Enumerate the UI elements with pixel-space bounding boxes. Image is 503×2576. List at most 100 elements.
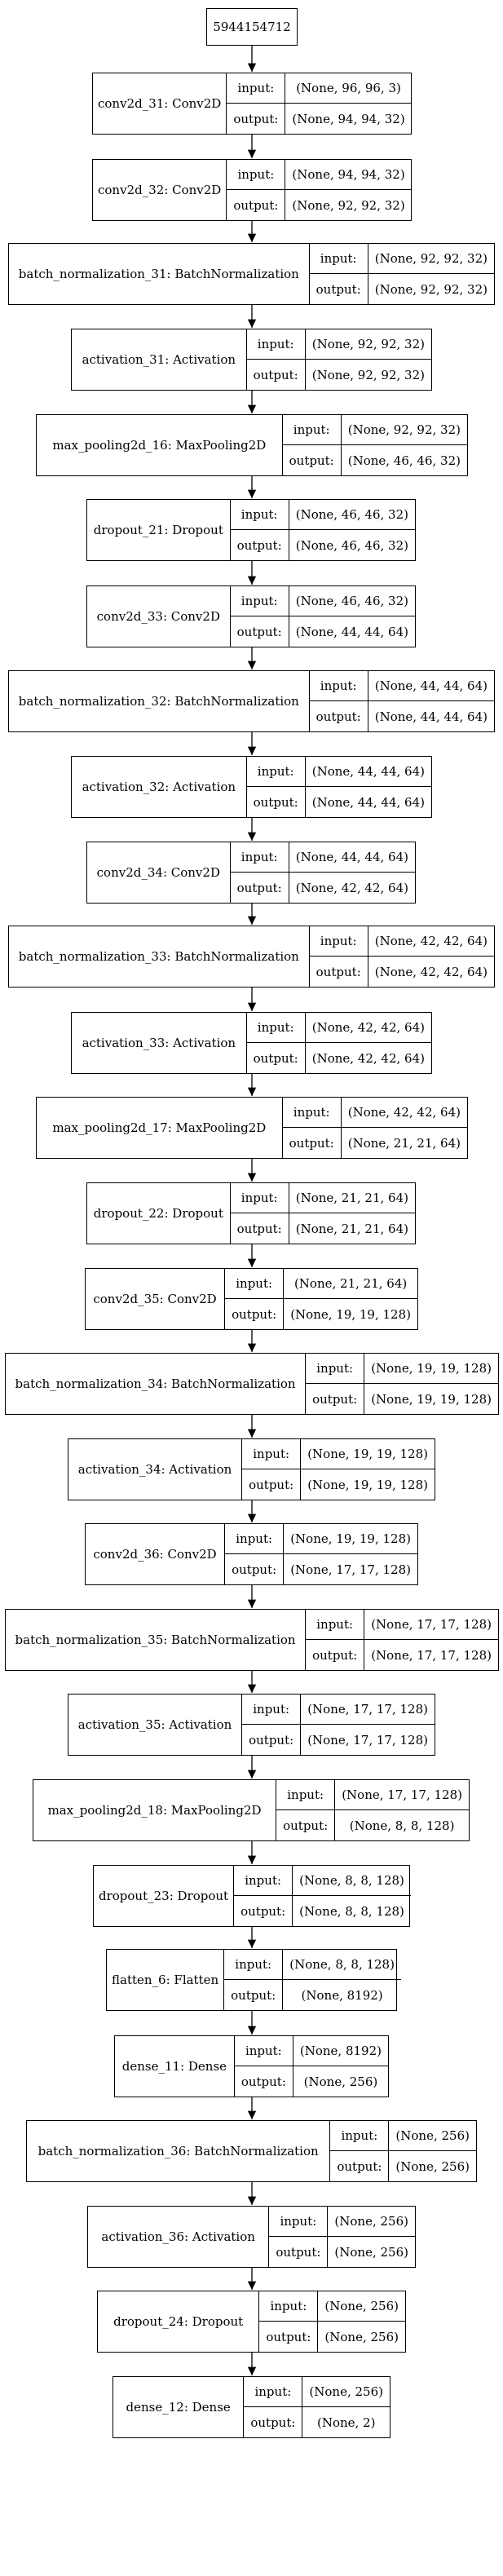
layer-name: conv2d_35: Conv2D [86, 1269, 226, 1329]
layer-name: activation_36: Activation [88, 2207, 270, 2267]
output-shape: (None, 94, 94, 32) [292, 111, 405, 126]
output-key: output: [310, 957, 368, 987]
output-shape: (None, 8192) [301, 1987, 383, 2003]
layer-name: activation_35: Activation [68, 1695, 243, 1755]
layer-shape-table: input:(None, 19, 19, 128)output:(None, 1… [242, 1439, 435, 1500]
input-key: input: [330, 2121, 390, 2151]
layer-name: batch_normalization_33: BatchNormalizati… [9, 926, 310, 987]
layer-shape-table: input:(None, 8, 8, 128)output:(None, 8, … [234, 1866, 411, 1926]
layer-name: dropout_24: Dropout [98, 2291, 260, 2352]
output-key: output: [310, 701, 368, 731]
output-key: output: [283, 1128, 342, 1158]
output-shape: (None, 42, 42, 64) [295, 880, 408, 895]
layer-name: dense_11: Dense [115, 2036, 235, 2097]
output-key: output: [276, 1810, 336, 1840]
output-key: output: [244, 2407, 303, 2437]
layer-shape-table: input:(None, 19, 19, 128)output:(None, 1… [306, 1354, 498, 1414]
input-shape: (None, 42, 42, 64) [341, 1098, 467, 1128]
output-shape: (None, 8, 8, 128) [299, 1903, 404, 1919]
output-shape: (None, 46, 46, 32) [347, 453, 461, 468]
output-shape: (None, 17, 17, 128) [307, 1732, 428, 1748]
input-shape: (None, 256) [328, 2207, 415, 2237]
input-key: input: [234, 2036, 293, 2066]
layer-name: dropout_22: Dropout [87, 1183, 231, 1244]
input-shape: (None, 17, 17, 128) [364, 1610, 498, 1640]
input-key: input: [242, 1695, 302, 1725]
layer-name: max_pooling2d_16: MaxPooling2D [37, 415, 283, 475]
output-key: output: [227, 190, 286, 220]
input-key: input: [246, 329, 306, 360]
output-shape: (None, 44, 44, 64) [311, 794, 425, 810]
input-shape: (None, 44, 44, 64) [289, 842, 415, 873]
input-key: input: [230, 500, 289, 530]
layer-name: conv2d_34: Conv2D [87, 842, 231, 903]
output-shape: (None, 19, 19, 128) [307, 1477, 428, 1492]
input-shape: (None, 256) [302, 2377, 390, 2407]
input-shape: (None, 46, 46, 32) [289, 500, 415, 530]
input-shape: (None, 46, 46, 32) [289, 586, 415, 616]
output-shape: (None, 92, 92, 32) [311, 367, 425, 382]
output-key: output: [231, 1213, 289, 1244]
input-shape: (None, 94, 94, 32) [285, 160, 412, 190]
input-shape: (None, 96, 96, 3) [285, 73, 412, 104]
input-shape: (None, 21, 21, 64) [289, 1183, 415, 1213]
layer-shape-table: input:(None, 256)output:(None, 256) [269, 2207, 415, 2267]
output-shape: (None, 44, 44, 64) [295, 624, 408, 639]
output-key: output: [259, 2322, 319, 2352]
output-shape: (None, 17, 17, 128) [290, 1562, 411, 1577]
layer-name: batch_normalization_35: BatchNormalizati… [6, 1610, 307, 1670]
layer-name: batch_normalization_31: BatchNormalizati… [9, 244, 310, 304]
layer-name: dense_12: Dense [113, 2377, 245, 2437]
output-key: output: [310, 274, 368, 304]
layer-shape-table: input:(None, 94, 94, 32)output:(None, 92… [227, 160, 412, 220]
input-key: input: [234, 1866, 293, 1896]
input-shape: (None, 92, 92, 32) [305, 329, 431, 360]
layer-name: activation_33: Activation [72, 1013, 247, 1073]
output-shape: (None, 46, 46, 32) [295, 537, 408, 553]
output-key: output: [242, 1469, 302, 1500]
output-shape: (None, 256) [303, 2074, 378, 2089]
input-key: input: [309, 671, 368, 701]
output-key: output: [224, 1980, 284, 2010]
output-key: output: [225, 1554, 285, 1584]
layer-name: max_pooling2d_17: MaxPooling2D [37, 1098, 283, 1158]
layer-name: batch_normalization_34: BatchNormalizati… [6, 1354, 307, 1414]
layer-shape-table: input:(None, 92, 92, 32)output:(None, 92… [309, 244, 494, 304]
output-key: output: [330, 2151, 390, 2181]
input-shape: (None, 19, 19, 128) [301, 1439, 435, 1469]
input-key: input: [269, 2207, 329, 2237]
layer-shape-table: input:(None, 96, 96, 3)output:(None, 94,… [227, 73, 412, 134]
input-key: input: [225, 1269, 285, 1299]
output-key: output: [283, 445, 342, 475]
output-shape: (None, 17, 17, 128) [371, 1647, 492, 1663]
output-shape: (None, 2) [316, 2415, 376, 2430]
input-shape: (None, 256) [318, 2291, 405, 2322]
input-key: input: [224, 1950, 284, 1980]
output-shape: (None, 21, 21, 64) [347, 1135, 461, 1151]
input-shape: (None, 8, 8, 128) [293, 1866, 411, 1896]
layer-shape-table: input:(None, 92, 92, 32)output:(None, 46… [282, 415, 467, 475]
output-key: output: [247, 787, 306, 817]
layer-name: conv2d_33: Conv2D [87, 586, 231, 647]
output-key: output: [306, 1640, 365, 1670]
layer-shape-table: input:(None, 42, 42, 64)output:(None, 42… [246, 1013, 431, 1073]
input-key: input: [230, 1183, 289, 1213]
output-key: output: [242, 1725, 302, 1755]
output-key: output: [227, 104, 286, 134]
input-key: input: [309, 926, 368, 957]
layer-name: dropout_23: Dropout [94, 1866, 235, 1926]
layer-shape-table: input:(None, 19, 19, 128)output:(None, 1… [225, 1524, 417, 1584]
output-shape: (None, 42, 42, 64) [311, 1050, 425, 1066]
input-key: input: [309, 244, 368, 274]
layer-shape-table: input:(None, 44, 44, 64)output:(None, 44… [246, 757, 431, 817]
layer-name: dropout_21: Dropout [87, 500, 231, 560]
output-shape: (None, 256) [324, 2329, 399, 2344]
layer-name: conv2d_31: Conv2D [93, 73, 227, 134]
